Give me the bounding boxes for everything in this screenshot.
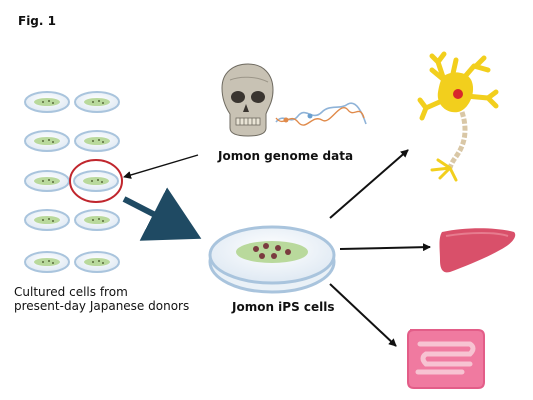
petri-dish xyxy=(75,252,119,272)
donor-cells-label-line2: present-day Japanese donors xyxy=(14,299,189,313)
petri-dish xyxy=(25,171,69,191)
ips-to-intestine-arrow xyxy=(330,284,396,346)
petri-dish xyxy=(25,210,69,230)
intestine-icon xyxy=(408,330,484,388)
ips-cell-colony xyxy=(271,253,277,259)
skull-icon xyxy=(222,64,273,136)
dna-strand-icon xyxy=(276,103,366,125)
petri-dish xyxy=(25,92,69,112)
ips-cell-colony xyxy=(275,245,281,251)
donor-dish-grid xyxy=(25,92,119,272)
genome-data-label: Jomon genome data xyxy=(218,149,353,163)
petri-dish xyxy=(25,252,69,272)
petri-dish xyxy=(75,131,119,151)
ips-to-liver-arrow xyxy=(340,247,430,249)
ips-cell-colony xyxy=(259,253,265,259)
donor-cells-label-line1: Cultured cells from xyxy=(14,285,189,299)
petri-dish xyxy=(25,131,69,151)
petri-dish xyxy=(75,92,119,112)
petri-dish-selected xyxy=(74,171,118,191)
dish-to-ips-arrow xyxy=(124,199,196,236)
donor-cells-label: Cultured cells from present-day Japanese… xyxy=(14,285,189,313)
petri-dish xyxy=(75,210,119,230)
ips-cell-colony xyxy=(253,246,259,252)
genome-to-dish-arrow xyxy=(124,155,198,177)
neuron-icon xyxy=(420,54,496,180)
ips-cells-label: Jomon iPS cells xyxy=(232,300,335,314)
liver-icon xyxy=(440,228,516,272)
ips-cell-colony xyxy=(263,243,269,249)
ips-petri-dish xyxy=(210,227,334,292)
ips-cell-colony xyxy=(285,249,291,255)
